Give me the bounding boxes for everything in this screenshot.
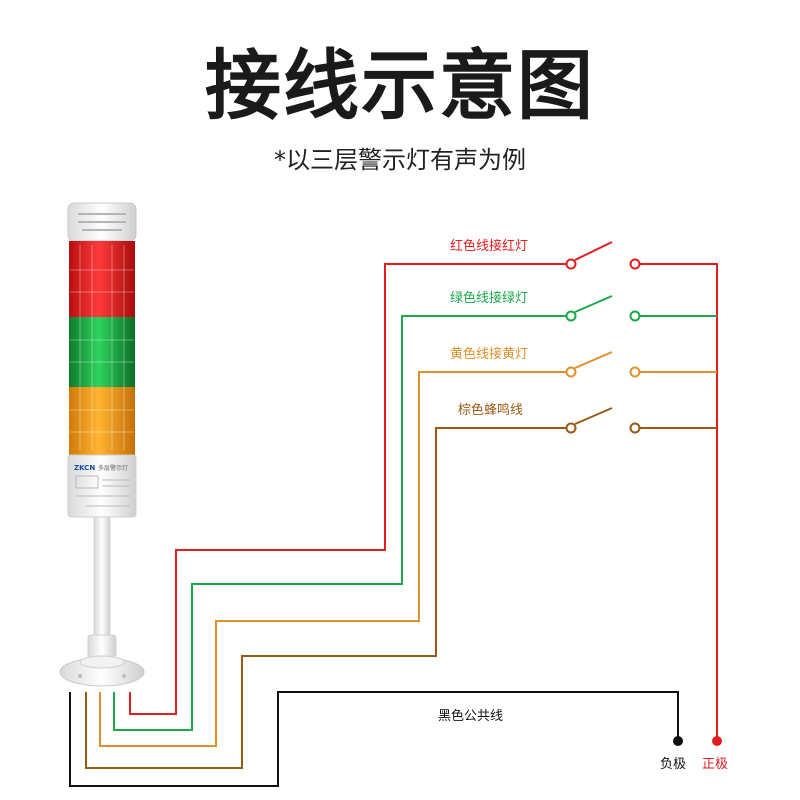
label-box [75,475,99,489]
switch-terminal [565,310,577,322]
switch-terminal [565,366,577,378]
tower-light: ZKCN 多层警示灯 [59,202,145,687]
brand-text: ZKCN [74,464,95,472]
brown-wire [85,427,571,769]
lens-ridges [70,245,134,450]
switch-terminal [629,310,641,322]
green-light-tier [69,317,135,387]
yellow-wire-label: 黄色线接黄灯 [450,346,528,362]
switch-terminal [629,258,641,270]
buzzer-grille [78,213,126,231]
switch-terminal [629,422,641,434]
green-wire-label: 绿色线接绿灯 [450,290,528,306]
switch-yellow [565,351,641,378]
positive-label: 正极 [702,757,728,772]
yellow-wire [99,371,571,747]
product-name-text: 多层警示灯 [98,464,128,472]
page-title: 接线示意图 [205,41,595,130]
red-light-tier [69,241,135,317]
black-common-wire [69,691,679,787]
negative-label: 负极 [660,757,686,772]
page-subtitle: *以三层警示灯有声为例 [274,146,526,174]
amber-light-tier [69,387,135,455]
common-wire-label: 黑色公共线 [438,708,503,724]
negative-terminal [673,736,683,746]
switch-terminal [565,258,577,270]
red-wire [129,263,571,715]
brown-wire-label: 棕色蜂鸣线 [458,402,523,418]
wire-paths [69,263,718,787]
positive-bus-wire [635,263,718,738]
switch-red [565,241,641,270]
switch-brown [565,407,641,434]
green-wire [113,315,571,731]
pole-collar [87,634,117,658]
mounting-pole [93,516,111,636]
switch-terminal [565,422,577,434]
switch-green [565,295,641,322]
positive-terminal [712,736,722,746]
red-wire-label: 红色线接红灯 [450,238,528,254]
switch-terminal [629,366,641,378]
